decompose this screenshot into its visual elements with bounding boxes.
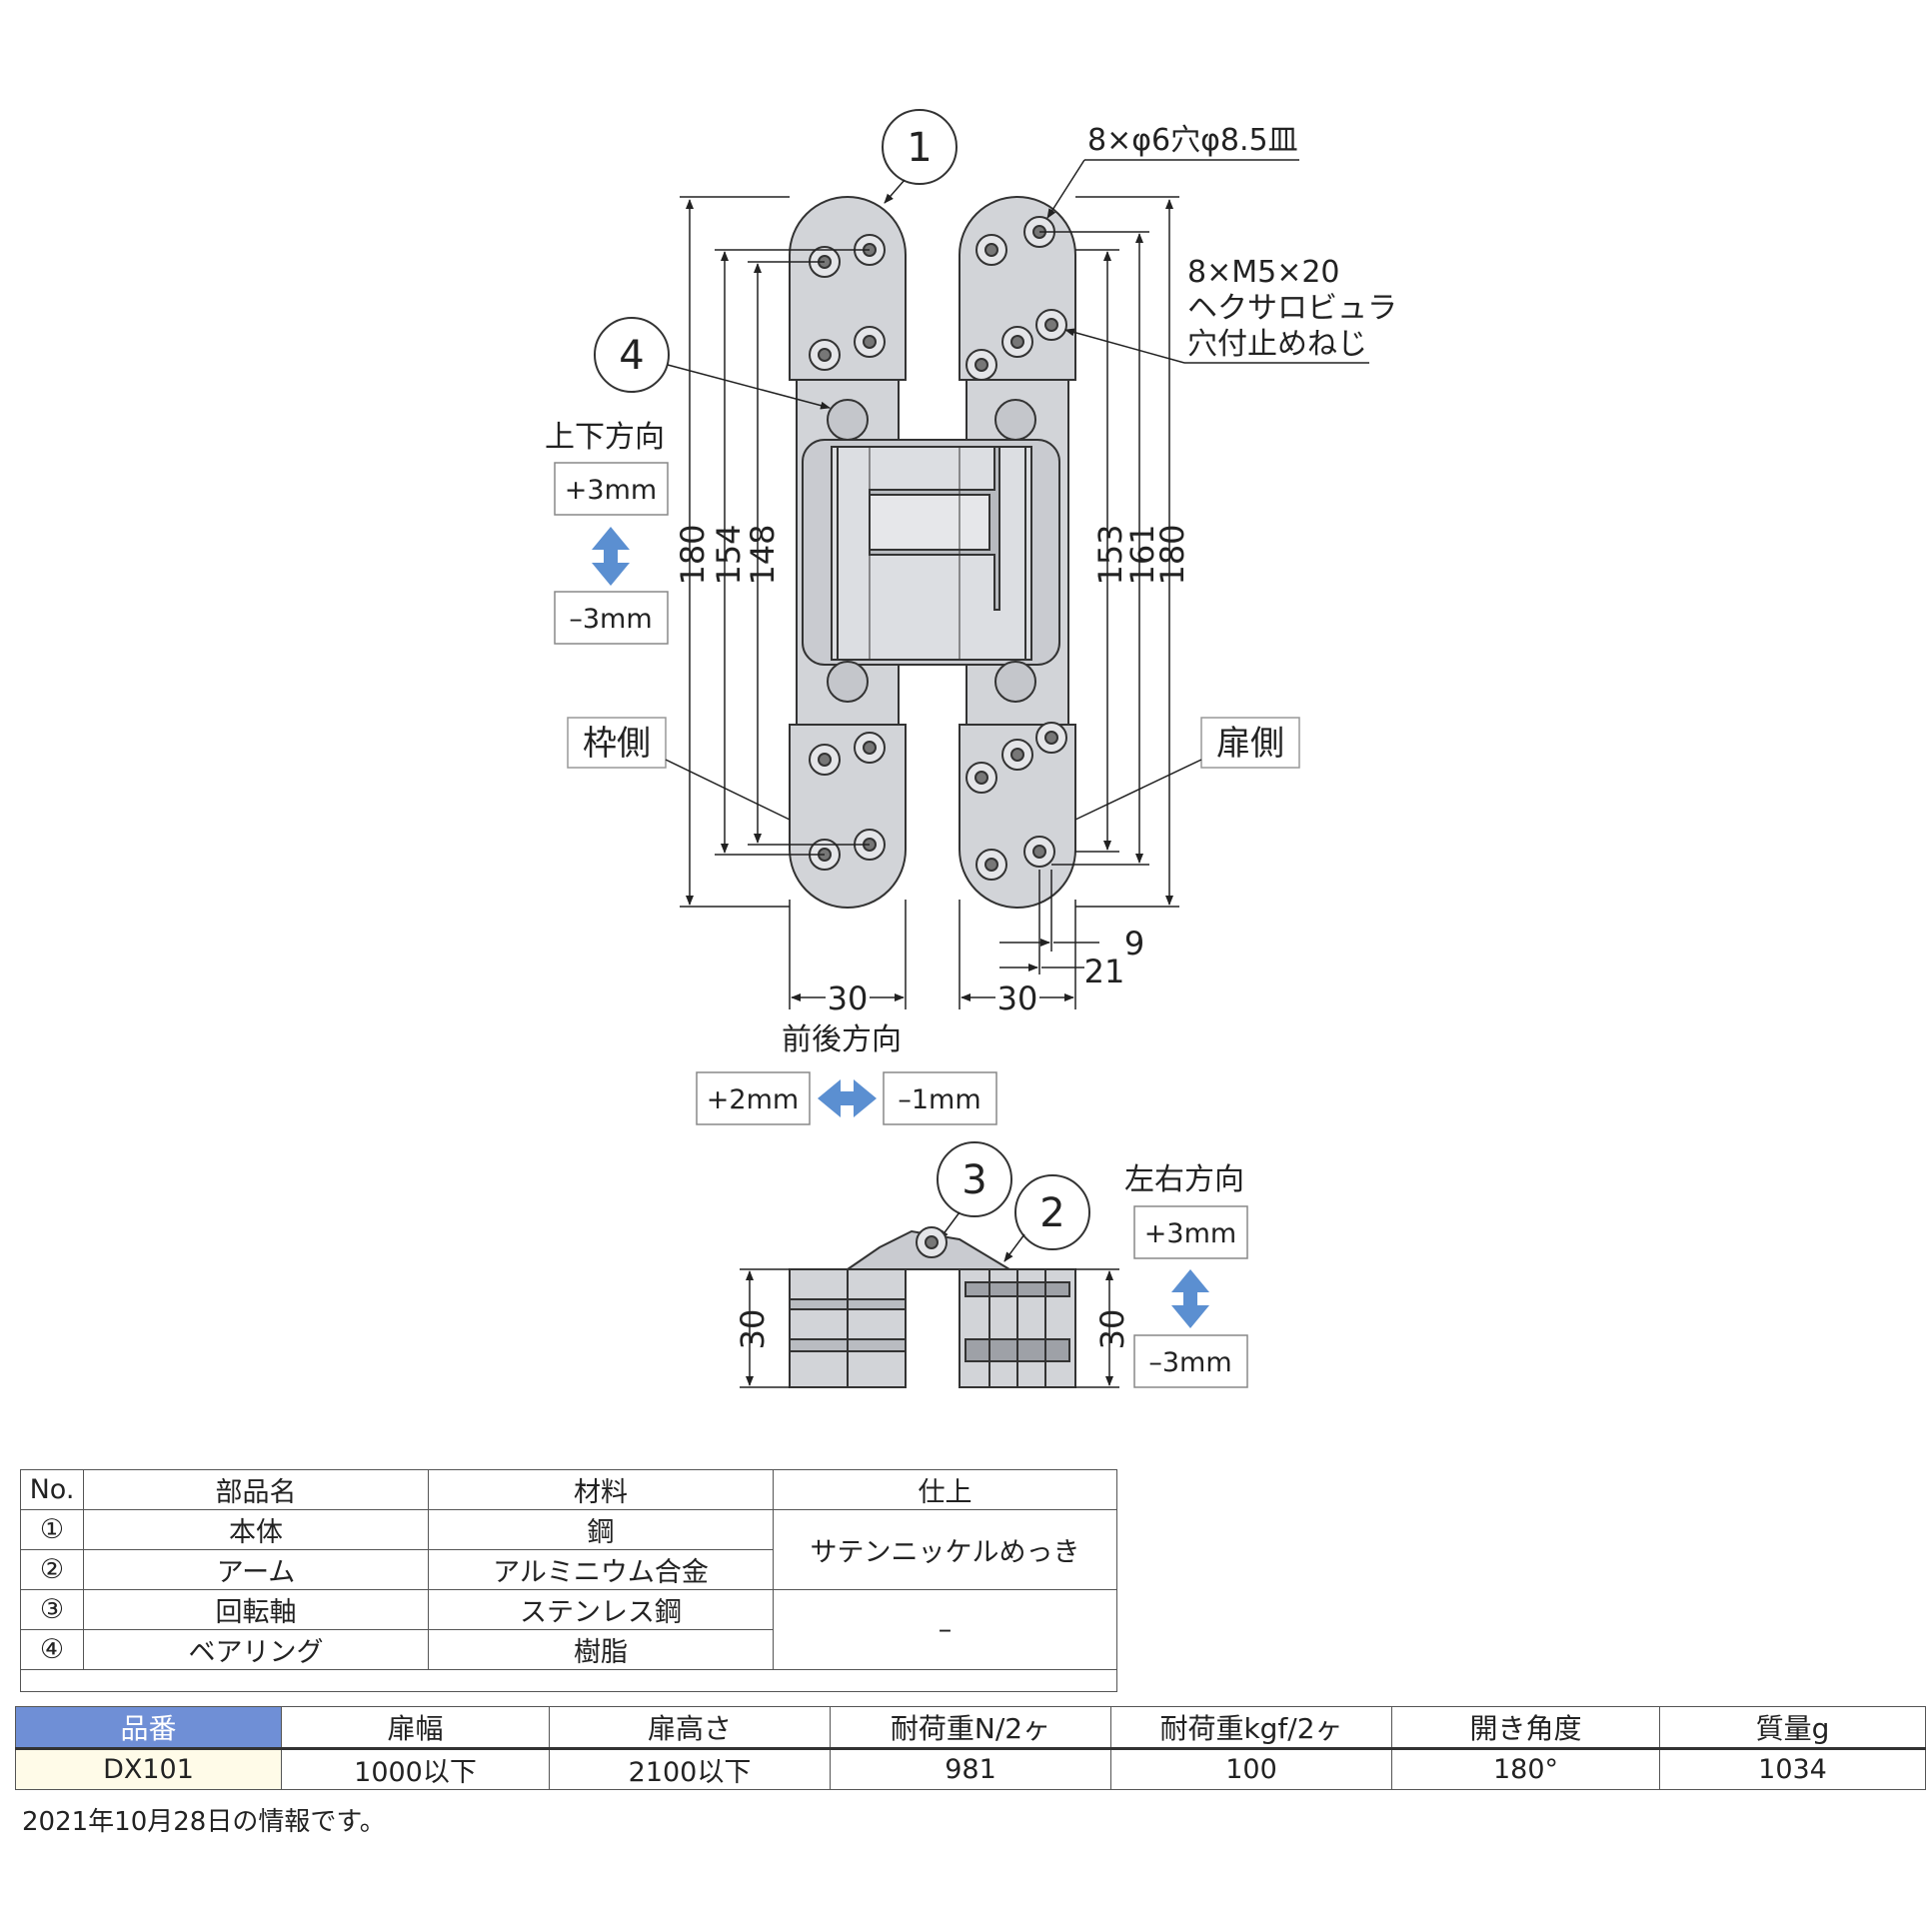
front-back-double-arrow — [818, 1079, 877, 1117]
part-no: ① — [20, 1509, 84, 1550]
callout-1: 1 — [907, 125, 932, 171]
col-door-width: 扉幅 — [281, 1706, 550, 1750]
dim-180-right: 180 — [1153, 524, 1191, 585]
part-name: アーム — [83, 1549, 429, 1590]
left-right-plus: +3mm — [1144, 1218, 1236, 1249]
col-no: No. — [20, 1469, 84, 1510]
vertical-plus: +3mm — [565, 475, 657, 506]
screw-note-2: ヘクサロビュラ — [1187, 291, 1397, 326]
width-30-left: 30 — [828, 979, 869, 1017]
col-material: 材料 — [428, 1469, 774, 1510]
door-screw-holes — [966, 216, 1067, 881]
screw-note-1: 8×M5×20 — [1187, 255, 1340, 290]
cell-product-no: DX101 — [15, 1748, 282, 1790]
table-row: 品番 扉幅 扉高さ 耐荷重N/2ヶ 耐荷重kgf/2ヶ 開き角度 質量g — [15, 1706, 1926, 1750]
offset-21: 21 — [1084, 953, 1125, 990]
col-part-name: 部品名 — [83, 1469, 429, 1510]
part-name: ベアリング — [83, 1629, 429, 1670]
left-right-title: 左右方向 — [1124, 1162, 1244, 1197]
table-row-empty — [20, 1669, 1117, 1692]
bearing-circles — [827, 399, 1036, 703]
table-row: ① 本体 鋼 サテンニッケルめっき — [20, 1509, 1117, 1590]
right-dimensions — [1039, 196, 1179, 908]
vertical-minus: –3mm — [569, 604, 652, 635]
part-material: 鋼 — [428, 1509, 774, 1550]
table-row: ③ 回転軸 ステンレス鋼 – — [20, 1589, 1117, 1670]
table-row: ④ ベアリング 樹脂 — [20, 1629, 1117, 1670]
part-no: ③ — [20, 1589, 84, 1630]
col-load-n: 耐荷重N/2ヶ — [830, 1706, 1111, 1750]
left-right-double-arrow — [1171, 1269, 1209, 1328]
dim-161: 161 — [1123, 524, 1161, 585]
left-dimension-labels: 180 154 148 — [674, 524, 782, 585]
front-back-plus: +2mm — [707, 1084, 799, 1115]
part-name: 本体 — [83, 1509, 429, 1550]
left-right-minus: –3mm — [1148, 1347, 1231, 1378]
cell-mass: 1034 — [1659, 1748, 1926, 1790]
door-side-label: 扉側 — [1216, 724, 1284, 764]
height-30-right: 30 — [1093, 1309, 1131, 1350]
col-angle: 開き角度 — [1391, 1706, 1660, 1750]
width-30-right: 30 — [997, 979, 1038, 1017]
cell-load-n: 981 — [830, 1748, 1111, 1790]
callout-2: 2 — [1039, 1190, 1064, 1236]
part-finish: – — [773, 1589, 1117, 1670]
cell-load-kgf: 100 — [1110, 1748, 1392, 1790]
col-door-height: 扉高さ — [549, 1706, 831, 1750]
part-no: ② — [20, 1549, 84, 1590]
info-date-note: 2021年10月28日の情報です。 — [22, 1807, 386, 1837]
dim-180-left: 180 — [674, 524, 712, 585]
part-material: ステンレス鋼 — [428, 1589, 774, 1630]
col-load-kgf: 耐荷重kgf/2ヶ — [1110, 1706, 1392, 1750]
table-row: DX101 1000以下 2100以下 981 100 180° 1034 — [15, 1748, 1926, 1790]
hole-note: 8×φ6穴φ8.5皿 — [1087, 123, 1298, 158]
callout-4: 4 — [619, 333, 644, 379]
screw-note-3: 穴付止めねじ — [1187, 327, 1367, 362]
cell-door-width: 1000以下 — [281, 1748, 550, 1790]
callouts — [594, 109, 1090, 1250]
height-30-left: 30 — [734, 1309, 772, 1350]
front-back-title: 前後方向 — [782, 1022, 902, 1057]
left-dimensions — [680, 196, 870, 908]
dim-148: 148 — [744, 524, 782, 585]
table-row: ② アーム アルミニウム合金 — [20, 1549, 1117, 1590]
part-material: アルミニウム合金 — [428, 1549, 774, 1590]
side-view — [789, 1226, 1076, 1388]
width-dimensions — [789, 870, 1099, 1009]
table-row: No. 部品名 材料 仕上 — [20, 1469, 1117, 1510]
frame-side-label: 枠側 — [583, 724, 651, 764]
vertical-double-arrow — [592, 527, 630, 586]
side-dimensions — [740, 1268, 1119, 1388]
hinge-mechanism — [802, 439, 1060, 666]
parts-table: No. 部品名 材料 仕上 ① 本体 鋼 サテンニッケルめっき ② アーム アル… — [20, 1469, 1117, 1692]
cell-angle: 180° — [1391, 1748, 1660, 1790]
part-material: 樹脂 — [428, 1629, 774, 1670]
offset-9: 9 — [1124, 925, 1144, 963]
vertical-title: 上下方向 — [545, 420, 665, 455]
front-back-minus: –1mm — [898, 1084, 980, 1115]
spec-table: 品番 扉幅 扉高さ 耐荷重N/2ヶ 耐荷重kgf/2ヶ 開き角度 質量g DX1… — [15, 1706, 1926, 1790]
dim-153: 153 — [1091, 524, 1129, 585]
col-finish: 仕上 — [773, 1469, 1117, 1510]
col-product-no: 品番 — [15, 1706, 282, 1750]
cell-door-height: 2100以下 — [549, 1748, 831, 1790]
dim-154: 154 — [710, 524, 748, 585]
part-finish: サテンニッケルめっき — [773, 1509, 1117, 1590]
col-mass: 質量g — [1659, 1706, 1926, 1750]
part-name: 回転軸 — [83, 1589, 429, 1630]
right-dimension-labels: 153 161 180 — [1091, 524, 1191, 585]
part-no: ④ — [20, 1629, 84, 1670]
callout-3: 3 — [962, 1157, 986, 1203]
